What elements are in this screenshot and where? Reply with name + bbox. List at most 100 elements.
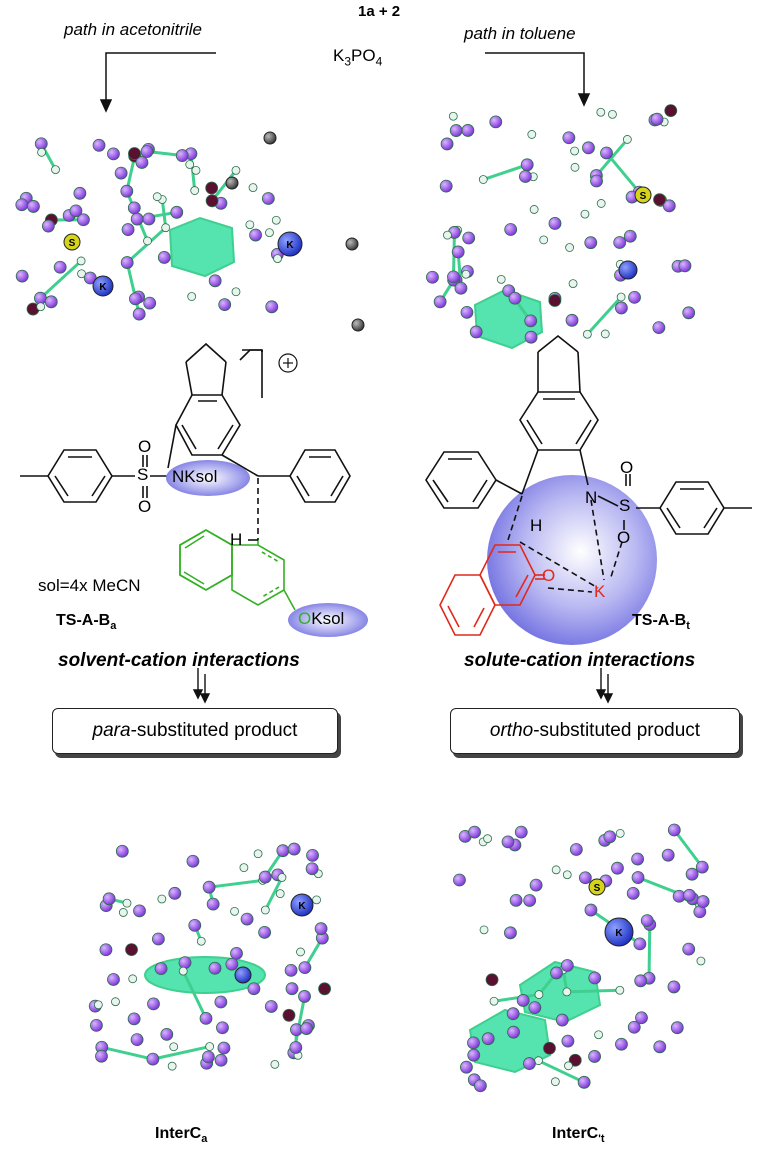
atom-hydrogen <box>94 1001 102 1009</box>
atom-hydrogen <box>583 330 591 338</box>
right-bottom-cluster: KS <box>453 824 709 1092</box>
atom-carbon <box>265 1000 277 1012</box>
atom-carbon <box>45 296 57 308</box>
atom-carbon <box>93 139 105 151</box>
atom-hydrogen <box>490 997 498 1005</box>
atom-carbon <box>462 124 474 136</box>
atom-carbon <box>530 879 542 891</box>
atom-carbon <box>290 1042 302 1054</box>
oksol-o: O <box>298 609 311 628</box>
atom-hydrogen <box>571 147 579 155</box>
atom-carbon <box>529 1002 541 1014</box>
atom-carbon <box>624 230 636 242</box>
atom-carbon <box>578 1076 590 1088</box>
atom-carbon <box>474 1080 486 1092</box>
atom-carbon <box>27 200 39 212</box>
ortho-prefix: ortho <box>490 720 533 741</box>
atom-carbon <box>549 217 561 229</box>
bond <box>127 263 139 315</box>
atom-hydrogen <box>571 163 579 171</box>
atom-carbon <box>671 1022 683 1034</box>
atom-carbon <box>426 271 438 283</box>
atom-carbon <box>141 146 153 158</box>
right-ts-main: TS-A-B <box>632 612 686 629</box>
atom-carbon <box>147 998 159 1010</box>
atom-carbon <box>134 905 146 917</box>
atom-carbon <box>589 1050 601 1062</box>
atom-carbon <box>315 923 327 935</box>
inter-ca-label: InterCa <box>155 1125 207 1145</box>
atom-hydrogen <box>569 280 577 288</box>
atom-carbon <box>604 831 616 843</box>
atom-carbon <box>131 1034 143 1046</box>
atom-hydrogen <box>479 176 487 184</box>
atom-carbon <box>288 843 300 855</box>
atom-hydrogen <box>37 303 45 311</box>
atom-carbon <box>551 967 563 979</box>
left-oxygen-top: O <box>138 437 151 457</box>
atom-carbon <box>632 872 644 884</box>
atom-oxygen <box>319 983 331 995</box>
atom-carbon <box>121 185 133 197</box>
atom-carbon <box>463 232 475 244</box>
atom-letter: K <box>286 240 294 251</box>
atom-carbon <box>683 943 695 955</box>
atom-hydrogen <box>563 871 571 879</box>
atom-hydrogen <box>601 330 609 338</box>
atom-carbon <box>259 926 271 938</box>
right-ts-sub: t <box>686 620 690 632</box>
atom-carbon <box>585 904 597 916</box>
atom-hydrogen <box>162 224 170 232</box>
arrow-right-down <box>597 668 612 702</box>
atom-carbon <box>629 291 641 303</box>
atom-carbon <box>467 1037 479 1049</box>
atom-carbon <box>561 960 573 972</box>
atom-carbon <box>601 147 613 159</box>
atom-hydrogen <box>484 835 492 843</box>
bond <box>567 990 620 992</box>
atom-hydrogen <box>552 866 560 874</box>
atom-hydrogen <box>240 864 248 872</box>
right-n-label: N <box>585 488 597 508</box>
atom-carbon <box>453 874 465 886</box>
atom-carbon <box>179 957 191 969</box>
atom-hydrogen <box>616 986 624 994</box>
atom-hydrogen <box>449 112 457 120</box>
atom-carbon <box>490 116 502 128</box>
inter-ca-main: InterC <box>155 1125 201 1142</box>
atom-oxygen <box>549 295 561 307</box>
atom-carbon <box>143 213 155 225</box>
atom-carbon <box>100 944 112 956</box>
atom-carbon <box>447 271 459 283</box>
atom-hydrogen <box>528 130 536 138</box>
atom-carbon <box>200 1012 212 1024</box>
atom-carbon <box>683 889 695 901</box>
atom-carbon <box>152 933 164 945</box>
atom-carbon <box>470 326 482 338</box>
atom-carbon <box>562 1035 574 1047</box>
atom-carbon <box>74 187 86 199</box>
atom-hydrogen <box>278 873 286 881</box>
atom-carbon <box>563 132 575 144</box>
atom-carbon <box>155 963 167 975</box>
atom-carbon <box>299 990 311 1002</box>
bond <box>587 297 621 334</box>
atom-hydrogen <box>52 166 60 174</box>
atom-hydrogen <box>297 948 305 956</box>
atom-hydrogen <box>272 216 280 224</box>
right-interaction-label: solute-cation interactions <box>464 650 695 672</box>
atom-hydrogen <box>497 275 505 283</box>
atom-carbon <box>176 150 188 162</box>
inter-ct-main: InterC <box>552 1125 598 1142</box>
atom-hydrogen <box>274 255 282 263</box>
bond <box>649 924 650 978</box>
atom-hydrogen <box>232 166 240 174</box>
atom-oxygen <box>665 105 677 117</box>
atom-carbon <box>219 299 231 311</box>
atom-carbon <box>187 855 199 867</box>
solvent-note: sol=4x MeCN <box>38 576 141 596</box>
potassium-atom <box>619 261 637 279</box>
atom-hydrogen <box>313 896 321 904</box>
atom-hydrogen <box>158 895 166 903</box>
atom-hydrogen <box>232 288 240 296</box>
